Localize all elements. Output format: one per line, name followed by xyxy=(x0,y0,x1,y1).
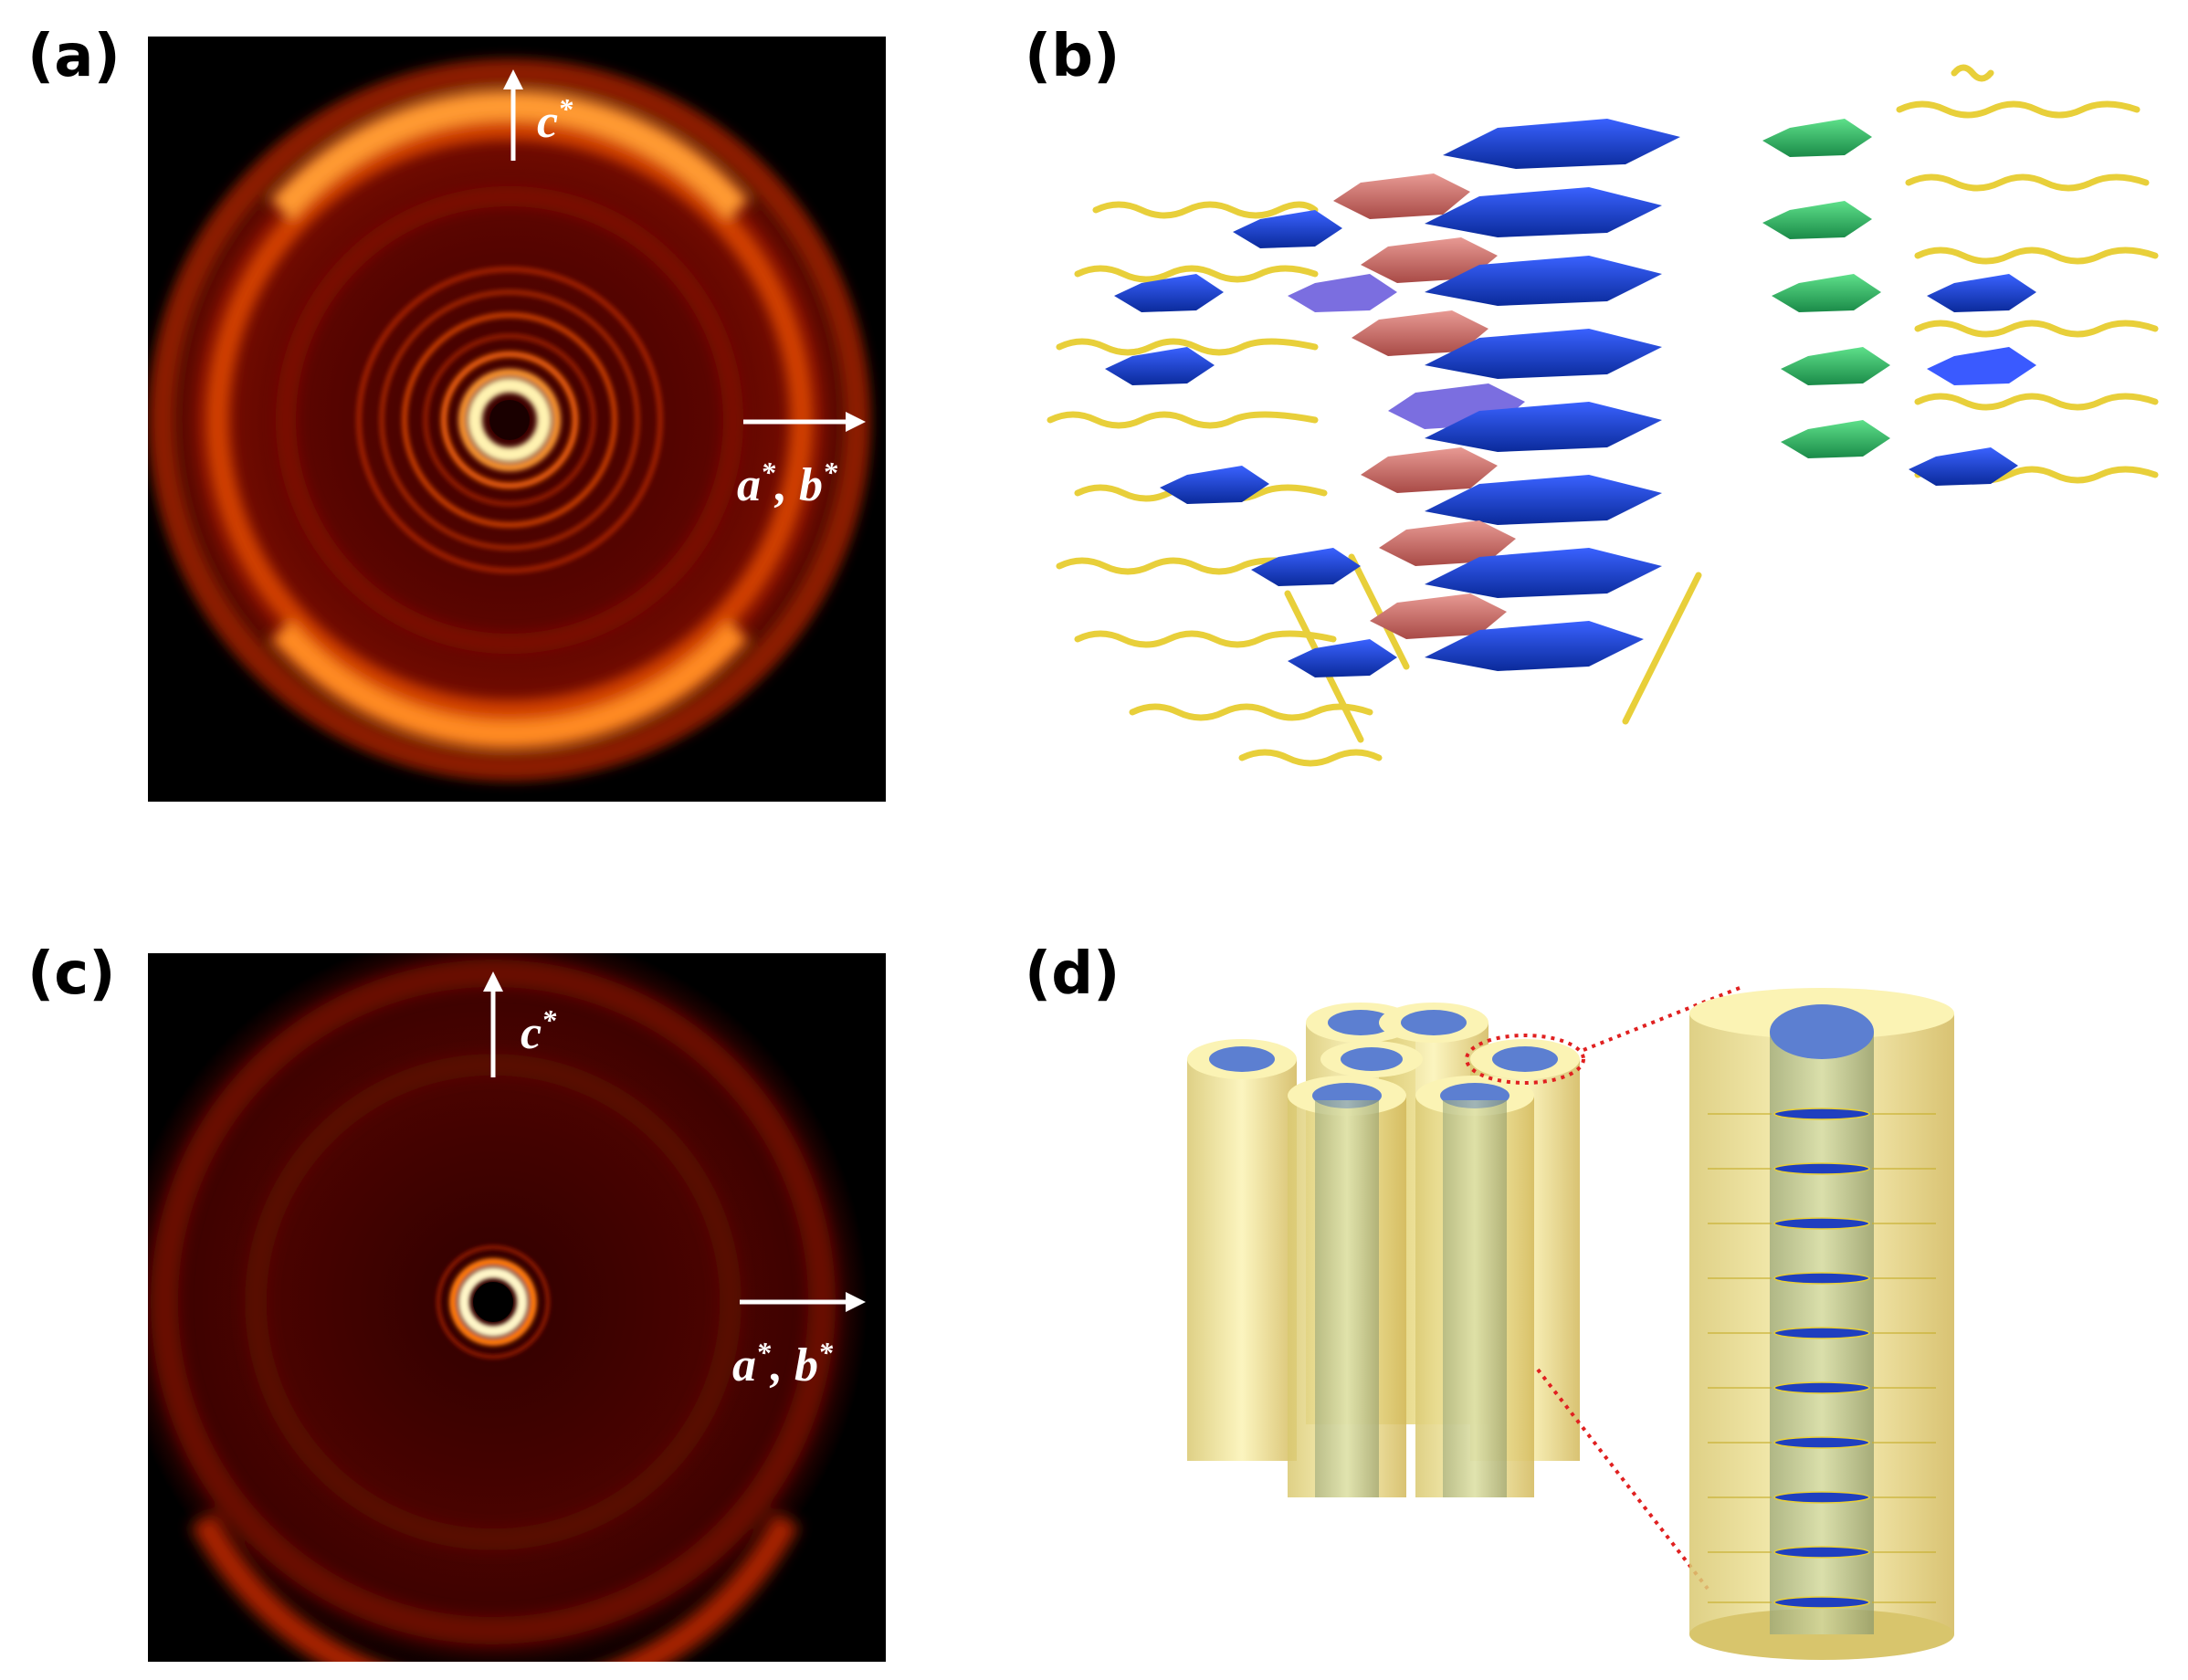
panel-label-a: (a) xyxy=(27,23,121,90)
panel-label-c: (c) xyxy=(27,940,116,1008)
xrd-pattern-c: c* a*, b* xyxy=(148,953,886,1662)
panel-label-b: (b) xyxy=(1025,23,1120,90)
molecular-stack-model xyxy=(1047,64,2159,767)
axis-label-ab-star: a*, b* xyxy=(737,456,838,511)
xrd-pattern-a: c* a*, b* xyxy=(148,37,886,802)
axis-label-c-star: c* xyxy=(537,92,573,148)
axis-label-ab-star: a*, b* xyxy=(732,1336,834,1391)
axis-label-c-star: c* xyxy=(521,1003,557,1059)
panel-label-d: (d) xyxy=(1025,940,1120,1008)
columnar-packing-schematic xyxy=(1187,986,1954,1660)
